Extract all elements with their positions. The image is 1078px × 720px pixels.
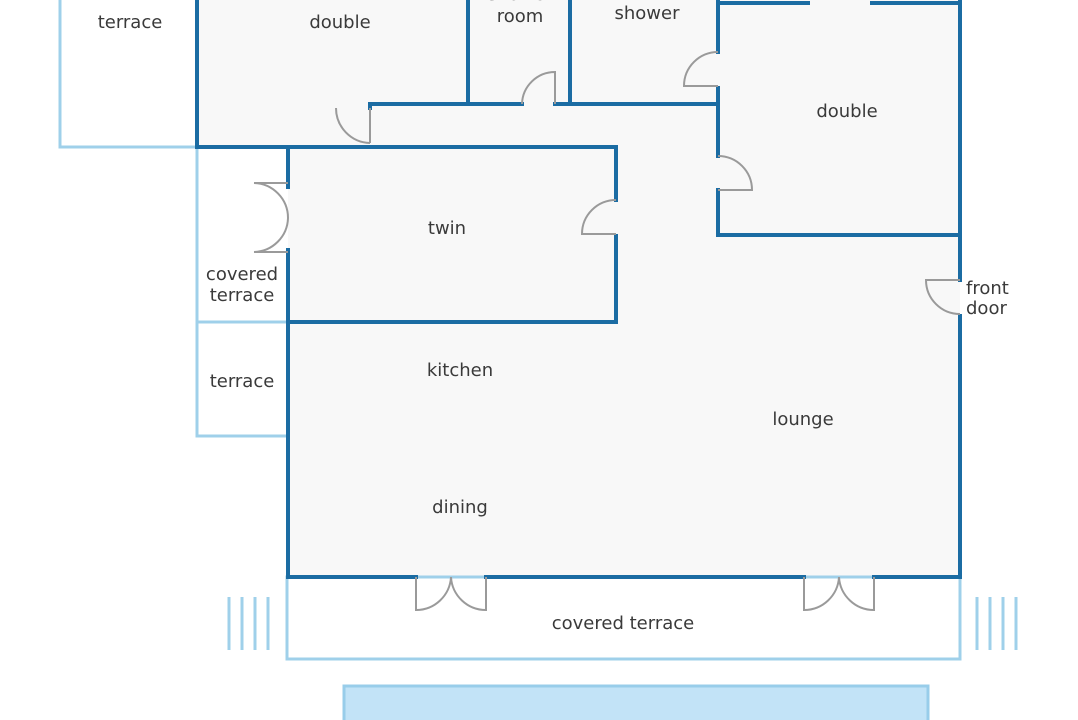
door-double-left xyxy=(335,107,371,144)
door-double-right-1 xyxy=(682,51,719,87)
covered-terrace-side-outline xyxy=(195,147,288,438)
doors xyxy=(253,51,961,612)
label-terrace-top: terrace xyxy=(98,12,163,33)
door-dining-terrace xyxy=(415,576,487,612)
floor-area xyxy=(197,0,960,577)
label-front-door-1: front xyxy=(966,278,1009,299)
door-twin-terrace xyxy=(253,182,290,253)
label-twin: twin xyxy=(428,218,466,239)
label-kitchen: kitchen xyxy=(427,360,493,381)
label-shower-room-line1: shower xyxy=(488,0,554,5)
label-covered-terrace-bottom: covered terrace xyxy=(552,613,694,634)
label-double-right: double xyxy=(816,101,877,122)
label-shower: shower xyxy=(615,3,681,24)
label-double-left: double xyxy=(309,12,370,33)
door-shower-room xyxy=(521,70,556,105)
label-covered-terrace-side-1: covered xyxy=(206,264,278,285)
walls xyxy=(195,0,962,579)
door-lounge-terrace xyxy=(803,576,875,612)
label-terrace-side: terrace xyxy=(210,371,275,392)
door-double-right-2 xyxy=(717,155,754,191)
door-twin xyxy=(580,199,617,235)
steps-right xyxy=(975,597,1018,650)
label-lounge: lounge xyxy=(772,409,833,430)
label-shower-room-line2: room xyxy=(497,6,544,27)
label-front-door-2: door xyxy=(966,298,1007,319)
terrace-top-outline xyxy=(58,0,197,149)
label-dining: dining xyxy=(432,497,488,518)
steps-left xyxy=(227,597,270,650)
label-covered-terrace-side-2: terrace xyxy=(210,285,275,306)
door-front xyxy=(924,279,961,315)
pool xyxy=(342,684,930,720)
